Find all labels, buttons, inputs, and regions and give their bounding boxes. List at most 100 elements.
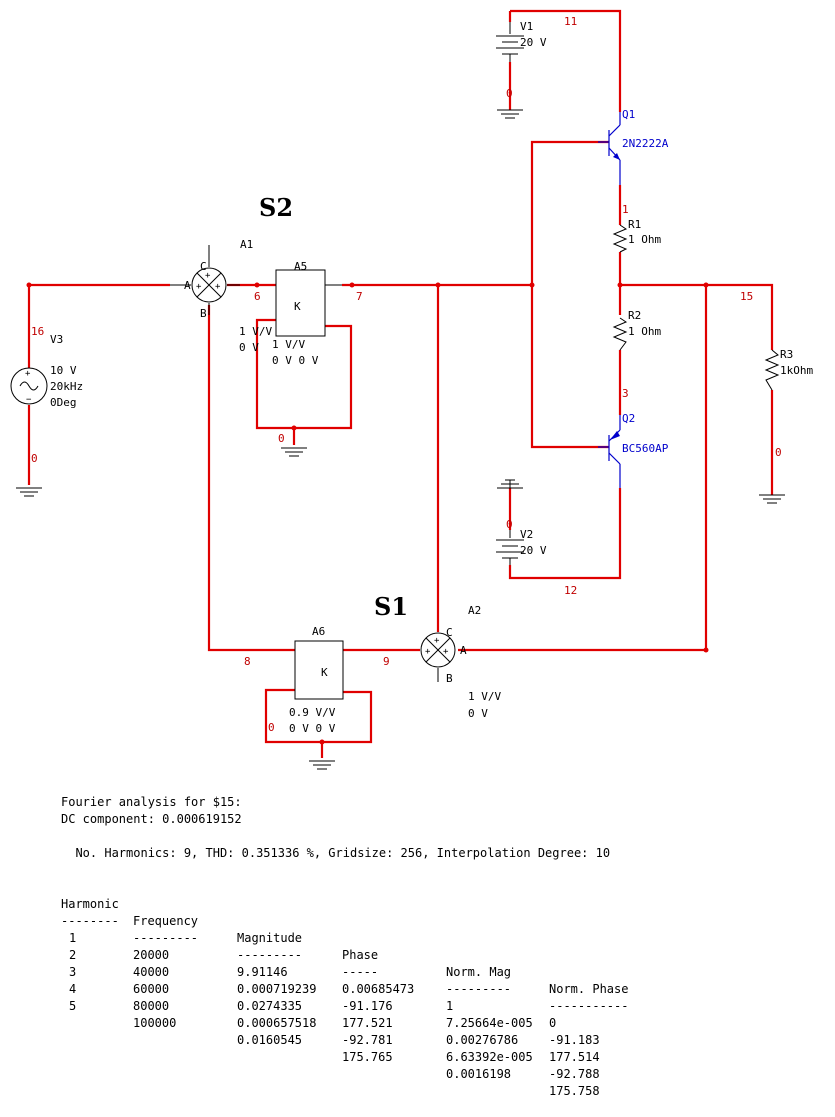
report-title: Fourier analysis for $15: — [61, 795, 242, 809]
r1-resistor[interactable]: R1 1 Ohm — [612, 218, 661, 253]
v1-value: 20 V — [520, 36, 547, 49]
table-row: 1 20000 9.91146 0.00685473 1 0 — [69, 931, 557, 1030]
wire-a5-ground-loop[interactable] — [255, 318, 353, 430]
a6-offset: 0 V 0 V — [289, 722, 336, 735]
net-label-7: 7 — [356, 290, 363, 303]
wire-to-a2-input-a[interactable] — [458, 285, 708, 652]
a5-k: K — [294, 300, 301, 313]
a1-gain: 1 V/V — [239, 325, 272, 338]
svg-text:+: + — [25, 369, 31, 379]
v3-amplitude: 10 V — [50, 364, 77, 377]
wire-net-12[interactable] — [508, 488, 622, 580]
ground-icon — [16, 487, 42, 497]
a1-pin-c: C — [200, 260, 207, 273]
r2-resistor[interactable]: R2 1 Ohm — [612, 309, 661, 351]
ground-icon — [759, 494, 785, 504]
a6-name: A6 — [312, 625, 325, 638]
net-label-15: 15 — [740, 290, 753, 303]
net-label-8: 8 — [244, 655, 251, 668]
q2-model: BC560AP — [622, 442, 669, 455]
a6-gain: 0.9 V/V — [289, 706, 336, 719]
wire-base-drive[interactable] — [530, 140, 609, 449]
a5-gain-block[interactable]: A5 K 1 V/V 0 V 0 V — [272, 260, 342, 367]
a5-gain: 1 V/V — [272, 338, 305, 351]
wires — [27, 9, 774, 758]
net-label-11: 11 — [564, 15, 577, 28]
wire-net-8[interactable] — [207, 305, 295, 652]
a5-name: A5 — [294, 260, 307, 273]
label-s1: S1 — [374, 592, 408, 621]
net-label-0: 0 — [506, 518, 513, 531]
a1-pin-b: B — [200, 307, 207, 320]
q2-name: Q2 — [622, 412, 635, 425]
net-label-0: 0 — [506, 87, 513, 100]
net-label-6: 6 — [254, 290, 261, 303]
net-label-0: 0 — [31, 452, 38, 465]
report-header-row: Harmonic Frequency Magnitude Phase Norm.… — [61, 879, 628, 996]
net-label-0: 0 — [278, 432, 285, 445]
report-underline-row: -------- --------- --------- ----- -----… — [61, 914, 629, 1013]
net-label-12: 12 — [564, 584, 577, 597]
wire-net-11[interactable] — [510, 9, 622, 112]
a2-name: A2 — [468, 604, 481, 617]
r2-value: 1 Ohm — [628, 325, 661, 338]
svg-text:+: + — [443, 647, 449, 657]
a2-multiplier[interactable]: + + + C A B A2 1 V/V 0 V — [420, 604, 501, 720]
v2-value: 20 V — [520, 544, 547, 557]
r3-value: 1kOhm — [780, 364, 813, 377]
r3-name: R3 — [780, 348, 793, 361]
svg-text:+: + — [215, 282, 221, 292]
net-label-0: 0 — [268, 721, 275, 734]
q2-pnp-transistor[interactable]: Q2 BC560AP — [598, 412, 669, 488]
report-dc-component: DC component: 0.000619152 — [61, 812, 242, 826]
v3-frequency: 20kHz — [50, 380, 83, 393]
wire-net-15[interactable] — [620, 283, 774, 350]
ground-icon — [309, 760, 335, 770]
net-label-9: 9 — [383, 655, 390, 668]
svg-text:+: + — [434, 636, 440, 646]
q1-npn-transistor[interactable]: Q1 2N2222A — [598, 108, 669, 185]
header-norm-mag: Norm. Mag — [446, 965, 512, 979]
a2-gain: 1 V/V — [468, 690, 501, 703]
junction-dots — [26, 282, 709, 745]
v2-name: V2 — [520, 528, 533, 541]
a1-offset: 0 V — [239, 341, 259, 354]
v2-battery[interactable]: V2 20 V — [496, 528, 547, 565]
q1-model: 2N2222A — [622, 137, 669, 150]
a6-gain-block[interactable]: A6 K 0.9 V/V 0 V 0 V — [289, 625, 344, 735]
a6-k: K — [321, 666, 328, 679]
r1-name: R1 — [628, 218, 641, 231]
table-row: 2 40000 0.000719239 -91.176 7.25664e-005… — [69, 948, 600, 1047]
a2-offset: 0 V — [468, 707, 488, 720]
a2-pin-b: B — [446, 672, 453, 685]
a5-offset: 0 V 0 V — [272, 354, 319, 367]
fourier-report: Fourier analysis for $15: DC component: … — [61, 794, 629, 1098]
label-s2: S2 — [259, 193, 293, 222]
v3-ac-source[interactable]: + − V3 10 V 20kHz 0Deg — [10, 333, 83, 409]
net-labels: 11 0 1 15 3 0 0 12 16 0 6 7 0 8 9 0 — [31, 15, 782, 734]
a2-pin-c: C — [446, 626, 453, 639]
header-frequency: Frequency — [133, 914, 199, 928]
v1-battery[interactable]: V1 20 V — [496, 20, 547, 62]
r2-name: R2 — [628, 309, 641, 322]
wire-a6-ground-loop[interactable] — [264, 688, 373, 744]
circuit-schematic: V1 20 V Q1 2N2222A R1 1 Ohm R2 1 Ohm — [10, 9, 813, 770]
ground-icon — [497, 479, 523, 489]
q1-name: Q1 — [622, 108, 635, 121]
header-harmonic: Harmonic — [61, 897, 119, 911]
ground-icon — [281, 447, 307, 457]
v3-phase: 0Deg — [50, 396, 77, 409]
table-row: 5 100000 0.0160545 175.765 0.0016198 175… — [69, 999, 600, 1098]
r1-value: 1 Ohm — [628, 233, 661, 246]
svg-text:+: + — [196, 282, 202, 292]
net-label-0: 0 — [775, 446, 782, 459]
header-magnitude: Magnitude — [237, 931, 303, 945]
v3-name: V3 — [50, 333, 63, 346]
a1-multiplier[interactable]: + + + A C B A1 1 V/V 0 V — [170, 238, 272, 354]
ground-icon — [497, 109, 523, 119]
table-row: 3 60000 0.0274335 177.521 0.00276786 177… — [69, 965, 600, 1064]
a1-pin-a: A — [184, 279, 191, 292]
r3-resistor[interactable]: R3 1kOhm — [764, 348, 813, 391]
v1-name: V1 — [520, 20, 533, 33]
a2-pin-a: A — [460, 644, 467, 657]
